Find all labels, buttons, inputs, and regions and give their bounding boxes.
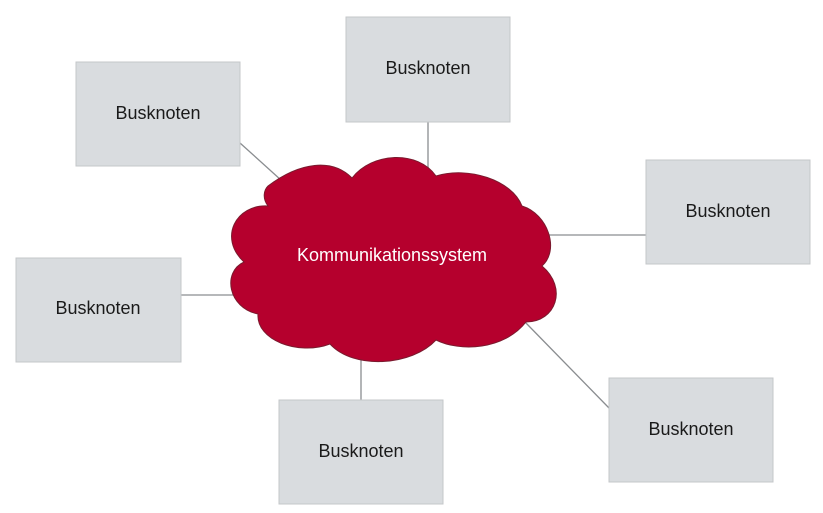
node-label: Busknoten [685,201,770,221]
node-left: Busknoten [15,257,182,363]
node-box [15,257,182,363]
communication-system-cloud: Kommunikationssystem [230,157,557,362]
node-box [345,16,511,123]
node-right: Busknoten [645,159,811,265]
node-top: Busknoten [345,16,511,123]
node-label: Busknoten [115,103,200,123]
node-label: Busknoten [318,441,403,461]
cloud-label: Kommunikationssystem [297,245,487,265]
node-bottom: Busknoten [278,399,444,505]
node-box [608,377,774,483]
node-top-left: Busknoten [75,61,241,167]
node-label: Busknoten [648,419,733,439]
node-box [645,159,811,265]
node-box [278,399,444,505]
cloud-icon [230,157,557,362]
connector-bottom-right [524,321,610,409]
node-box [75,61,241,167]
node-bottom-right: Busknoten [608,377,774,483]
node-label: Busknoten [385,58,470,78]
node-label: Busknoten [55,298,140,318]
